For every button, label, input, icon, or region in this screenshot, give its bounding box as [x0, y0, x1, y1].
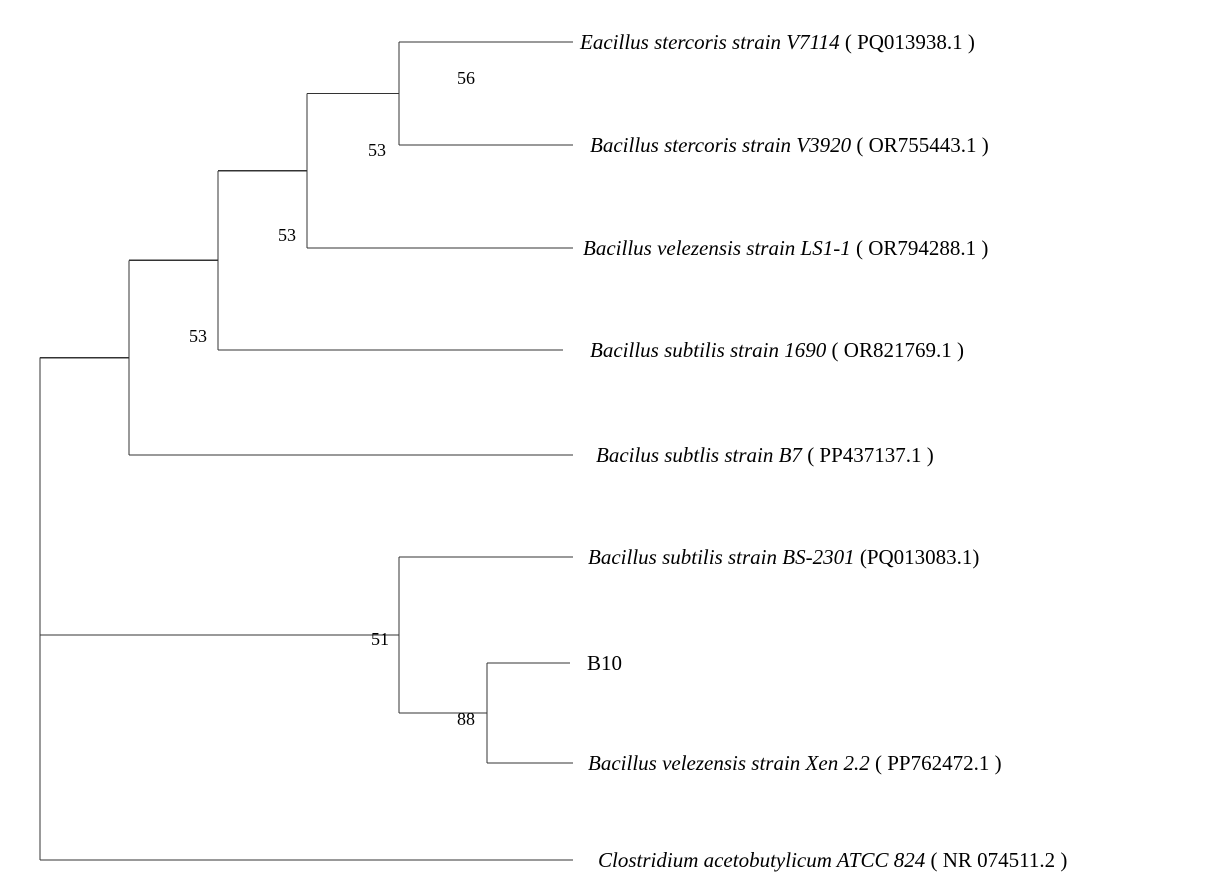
leaf-label-L9: Clostridium acetobutylicum ATCC 824 ( NR…	[598, 848, 1067, 872]
leaf-label-L7: B10	[587, 651, 622, 675]
tree-branches	[39, 41, 573, 861]
accession-number: ( OR794288.1 )	[851, 236, 989, 260]
taxon-name: Bacillus velezensis strain Xen 2.2	[588, 751, 870, 775]
leaf-label-L3: Bacillus velezensis strain LS1-1 ( OR794…	[583, 236, 988, 260]
bootstrap-support-values: 53 53 53 56 51 88	[189, 68, 475, 729]
leaf-label-L5: Bacilus subtlis strain B7 ( PP437137.1 )	[596, 443, 934, 467]
leaf-label-L2: Bacillus stercoris strain V3920 ( OR7554…	[590, 133, 989, 157]
bootstrap-value-n1: 53	[189, 326, 207, 346]
accession-number: ( OR755443.1 )	[851, 133, 989, 157]
leaf-label-L1: Eacillus stercoris strain V7114 ( PQ0139…	[579, 30, 975, 54]
accession-number: B10	[587, 651, 622, 675]
bootstrap-value-n6: 88	[457, 709, 475, 729]
accession-number: ( NR 074511.2 )	[925, 848, 1067, 872]
bootstrap-value-n3: 53	[368, 140, 386, 160]
leaf-label-L6: Bacillus subtilis strain BS-2301 (PQ0130…	[588, 545, 979, 569]
taxon-name: Bacillus stercoris strain V3920	[590, 133, 852, 157]
accession-number: ( PP437137.1 )	[802, 443, 934, 467]
taxon-name: Clostridium acetobutylicum ATCC 824	[598, 848, 926, 872]
taxon-name: Bacillus velezensis strain LS1-1	[583, 236, 851, 260]
taxon-name: Bacilus subtlis strain B7	[596, 443, 803, 467]
accession-number: (PQ013083.1)	[855, 545, 980, 569]
bootstrap-value-n4: 56	[457, 68, 475, 88]
accession-number: ( PP762472.1 )	[870, 751, 1002, 775]
taxon-name: Eacillus stercoris strain V7114	[579, 30, 840, 54]
accession-number: ( OR821769.1 )	[826, 338, 964, 362]
leaf-label-L4: Bacillus subtilis strain 1690 ( OR821769…	[590, 338, 964, 362]
taxon-name: Bacillus subtilis strain BS-2301	[588, 545, 855, 569]
bootstrap-value-n5: 51	[371, 629, 389, 649]
accession-number: ( PQ013938.1 )	[840, 30, 975, 54]
taxon-name: Bacillus subtilis strain 1690	[590, 338, 827, 362]
leaf-labels: Eacillus stercoris strain V7114 ( PQ0139…	[579, 30, 1067, 872]
leaf-label-L8: Bacillus velezensis strain Xen 2.2 ( PP7…	[588, 751, 1002, 775]
bootstrap-value-n2: 53	[278, 225, 296, 245]
